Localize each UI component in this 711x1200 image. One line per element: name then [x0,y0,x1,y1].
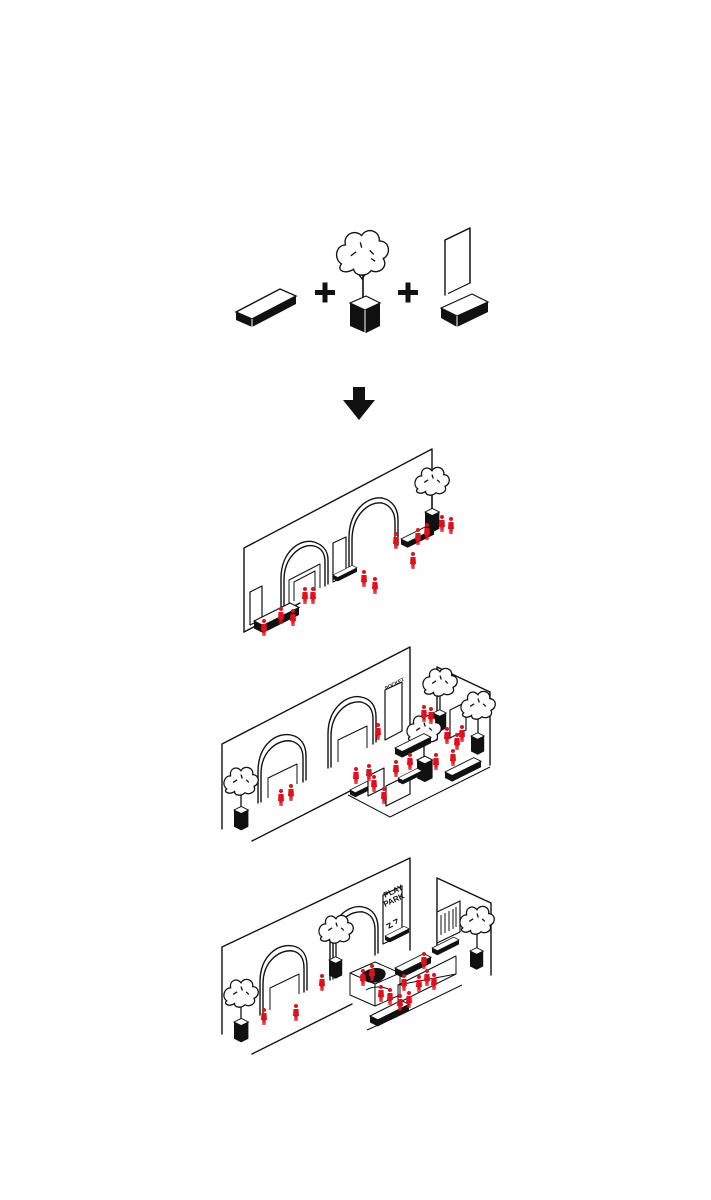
arrow-down-icon [343,387,375,420]
plus-icon-2 [398,282,418,303]
scene-3-play-park: PLAY PARK [221,857,495,1055]
component-sign-stand [439,227,490,327]
scene-2-market: POCKET [221,646,496,842]
plus-icon-1 [315,282,335,303]
component-bench [234,288,298,327]
component-tree-planter [335,229,390,333]
scene-1-street-arcade [243,448,454,636]
